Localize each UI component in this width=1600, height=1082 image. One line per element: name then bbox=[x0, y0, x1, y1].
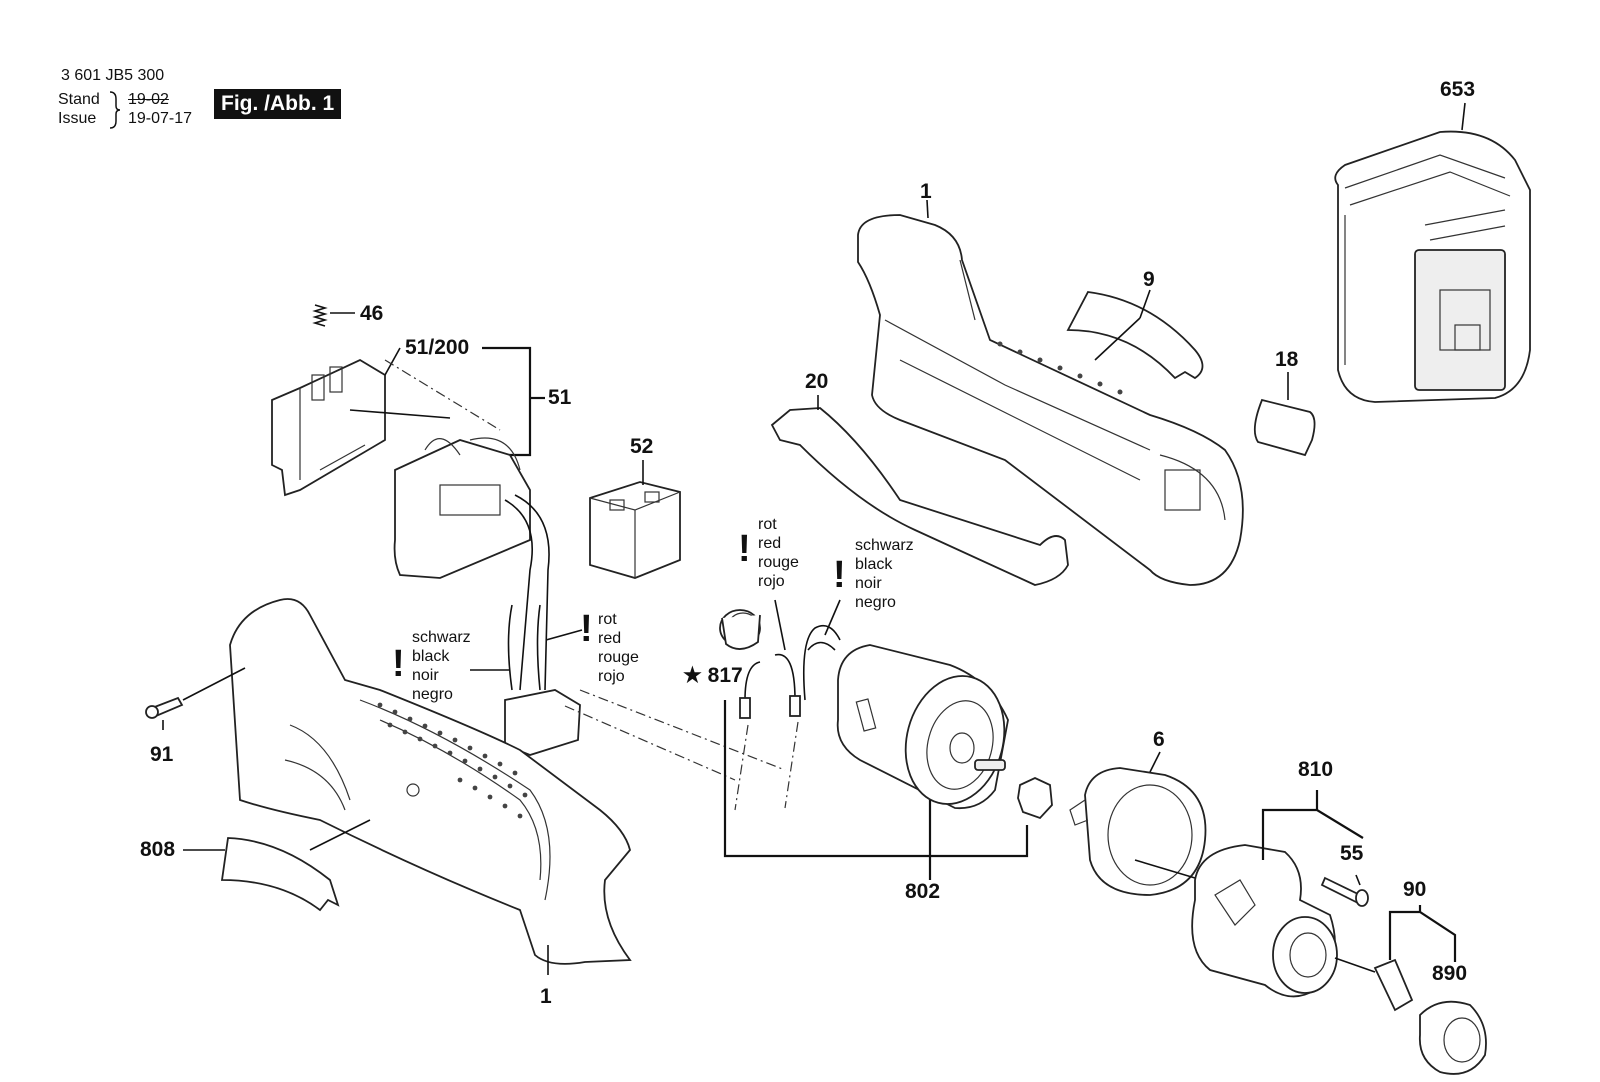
spring-46-drawing bbox=[312, 304, 328, 327]
old-date: 19-02 bbox=[128, 91, 169, 108]
part-label-18: 18 bbox=[1275, 348, 1299, 371]
part-label-802: 802 bbox=[905, 880, 941, 903]
nut-890-drawing bbox=[1418, 1000, 1487, 1075]
wire-text: rot bbox=[598, 611, 617, 628]
wire-text: black bbox=[855, 556, 893, 573]
part-label-810: 810 bbox=[1298, 758, 1334, 781]
pinion-drawing bbox=[1017, 777, 1053, 820]
part-label-1-bottom: 1 bbox=[540, 985, 552, 1008]
issue-label: Issue bbox=[58, 110, 97, 127]
switch-connector-drawing bbox=[504, 689, 581, 756]
wire-text: red bbox=[598, 630, 622, 647]
wire-text: rojo bbox=[598, 668, 625, 685]
wire-text: rot bbox=[758, 516, 777, 533]
housing-upper-drawing bbox=[857, 214, 1244, 586]
strip-20-drawing bbox=[770, 407, 1069, 586]
part-label-817: ★ 817 bbox=[683, 664, 743, 687]
part-label-55: 55 bbox=[1340, 842, 1364, 865]
wire-text: noir bbox=[412, 667, 439, 684]
part-label-52: 52 bbox=[630, 435, 654, 458]
battery-pack-drawing bbox=[1334, 130, 1531, 403]
wire-text: schwarz bbox=[855, 537, 914, 554]
part-label-90: 90 bbox=[1403, 878, 1427, 901]
ring-817-drawing bbox=[719, 609, 761, 650]
figure-label: Fig. /Abb. 1 bbox=[214, 89, 342, 119]
wire-note-switch-red: rot red rouge rojo bbox=[598, 610, 639, 686]
wire-text: schwarz bbox=[412, 629, 471, 646]
stand-label: Stand bbox=[58, 91, 100, 108]
block-52-drawing bbox=[589, 481, 681, 579]
wire-text: noir bbox=[855, 575, 882, 592]
wire-text: rojo bbox=[758, 573, 785, 590]
cover-18-drawing bbox=[1253, 398, 1316, 457]
switch-bracket-drawing bbox=[271, 358, 386, 497]
housing-lower-drawing bbox=[229, 598, 632, 965]
wire-text: rouge bbox=[598, 649, 639, 666]
part-label-51-200: 51/200 bbox=[405, 336, 470, 359]
switch-51-drawing bbox=[393, 437, 531, 579]
part-label-20: 20 bbox=[805, 370, 829, 393]
wire-text: red bbox=[758, 535, 782, 552]
brace-icon bbox=[109, 91, 121, 129]
wire-text: negro bbox=[412, 686, 453, 703]
wire-text: negro bbox=[855, 594, 896, 611]
warning-icon: ! bbox=[392, 643, 405, 685]
part-label-1-top: 1 bbox=[920, 180, 932, 203]
warning-icon: ! bbox=[738, 528, 751, 570]
label-foil-808-drawing bbox=[220, 837, 340, 912]
wire-note-switch-black: schwarz black noir negro bbox=[412, 628, 471, 704]
part-label-9: 9 bbox=[1143, 268, 1155, 291]
part-label-91: 91 bbox=[150, 743, 174, 766]
label-foil-9-drawing bbox=[1066, 291, 1204, 380]
part-label-46: 46 bbox=[360, 302, 384, 325]
wire-text: rouge bbox=[758, 554, 799, 571]
warning-icon: ! bbox=[580, 608, 593, 650]
part-label-51: 51 bbox=[548, 386, 572, 409]
flange-6-drawing bbox=[1069, 767, 1207, 896]
wire-text: black bbox=[412, 648, 450, 665]
screw-55-drawing bbox=[1320, 876, 1362, 904]
wire-note-motor-black: schwarz black noir negro bbox=[855, 536, 914, 612]
wire-note-motor-red: rot red rouge rojo bbox=[758, 515, 799, 591]
doc-number: 3 601 JB5 300 bbox=[61, 67, 165, 84]
gear-head-810-drawing bbox=[1191, 844, 1338, 998]
warning-icon: ! bbox=[833, 554, 846, 596]
part-label-653: 653 bbox=[1440, 78, 1476, 101]
new-date: 19-07-17 bbox=[128, 110, 193, 127]
part-label-6: 6 bbox=[1153, 728, 1165, 751]
part-label-890: 890 bbox=[1432, 962, 1468, 985]
motor-802-drawing bbox=[836, 644, 1009, 810]
part-label-808: 808 bbox=[140, 838, 176, 861]
collet-drawing bbox=[1373, 958, 1414, 1012]
